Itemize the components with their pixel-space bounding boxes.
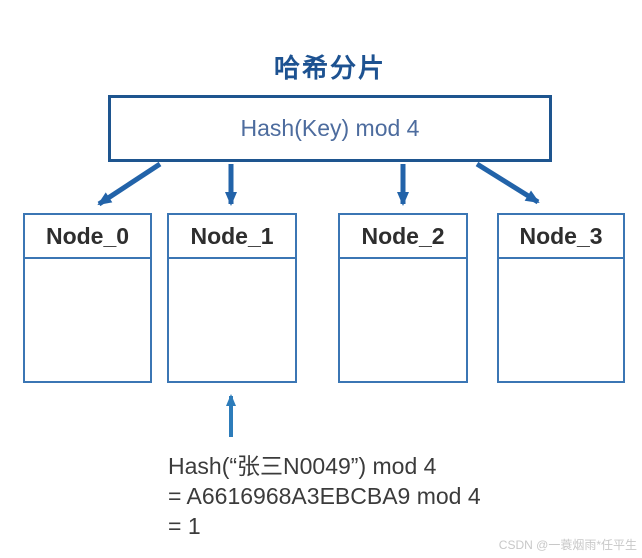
- node-box-0: Node_0: [23, 213, 152, 383]
- arrow-to-node-0-icon: [97, 161, 162, 207]
- node-box-2: Node_2: [338, 213, 468, 383]
- annotation-line-3: = 1: [168, 513, 201, 539]
- hash-function-label: Hash(Key) mod 4: [240, 115, 420, 141]
- arrow-to-node-3-icon: [475, 161, 540, 205]
- hash-function-box: Hash(Key) mod 4: [108, 95, 552, 162]
- annotation-line-1: Hash(“张三N0049”) mod 4: [168, 453, 437, 479]
- node-0-label: Node_0: [25, 215, 150, 259]
- node-2-label: Node_2: [340, 215, 466, 259]
- diagram-title: 哈希分片: [273, 53, 386, 83]
- csdn-watermark: CSDN @一蓑烟雨*任平生: [498, 538, 637, 552]
- node-box-1: Node_1: [167, 213, 297, 383]
- node-box-3: Node_3: [497, 213, 625, 383]
- node-3-label: Node_3: [499, 215, 623, 259]
- annotation-line-2: = A6616968A3EBCBA9 mod 4: [168, 483, 481, 509]
- node-1-label: Node_1: [169, 215, 295, 259]
- hash-example-annotation: Hash(“张三N0049”) mod 4 = A6616968A3EBCBA9…: [168, 451, 481, 541]
